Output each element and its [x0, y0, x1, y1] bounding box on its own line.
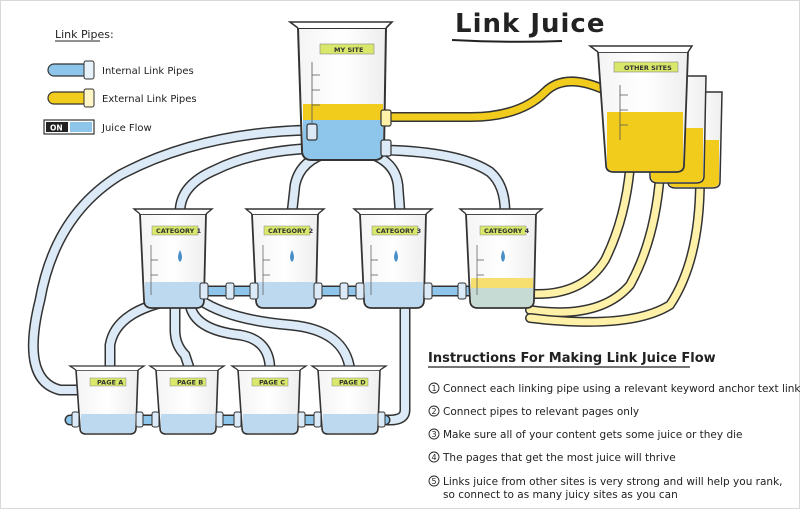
page-b-label: PAGE B	[177, 379, 203, 387]
other-site-jar-front: OTHER SITES	[587, 45, 694, 173]
juice-drop-icon	[290, 250, 294, 262]
page-jar-a: PAGE A	[67, 365, 147, 435]
step-4-text: The pages that get the most juice will t…	[442, 452, 676, 464]
other-sites-label: OTHER SITES	[624, 64, 672, 72]
category-jar-3: CATEGORY 3	[352, 208, 434, 309]
category-3-label: CATEGORY 3	[376, 227, 421, 235]
legend-internal-pipe-icon	[47, 60, 95, 80]
my-site-jar: MY SITE	[287, 21, 394, 161]
instruction-step-5: 5 Links juice from other sites is very s…	[428, 475, 783, 501]
switch-on-text: ON	[50, 124, 63, 133]
step-5-text-line2: so connect to as many juicy sites as you…	[443, 489, 678, 501]
page-jar-b: PAGE B	[147, 365, 227, 435]
step-2-text: Connect pipes to relevant pages only	[443, 406, 639, 418]
category-jar-4: CATEGORY 4	[458, 208, 544, 309]
legend-internal-label: Internal Link Pipes	[102, 66, 194, 77]
category-2-label: CATEGORY 2	[268, 227, 313, 235]
step-4-number: 4	[432, 453, 437, 462]
instruction-step-4: 4 The pages that get the most juice will…	[428, 451, 676, 464]
legend-heading: Link Pipes:	[55, 28, 114, 41]
step-5-text: Links juice from other sites is very str…	[443, 476, 783, 488]
instruction-step-1: 1 Connect each linking pipe using a rele…	[428, 382, 800, 395]
internal-pipes	[27, 124, 511, 426]
step-3-text: Make sure all of your content gets some …	[443, 429, 743, 441]
title-underline	[451, 39, 563, 43]
other-sites-jars: OTHER SITES	[587, 45, 723, 189]
category-jar-1: CATEGORY 1	[132, 208, 214, 309]
juice-flow-switch[interactable]: ON	[43, 119, 95, 135]
category-jar-2: CATEGORY 2	[244, 208, 326, 309]
instructions-heading: Instructions For Making Link Juice Flow	[428, 351, 716, 366]
juice-drop-icon	[501, 250, 505, 262]
page-jar-d: PAGE D	[309, 365, 389, 435]
page-pipe-collars	[71, 411, 386, 428]
category-1-label: CATEGORY 1	[156, 227, 202, 235]
legend: Link Pipes: Internal Link Pipes External…	[43, 28, 197, 135]
page-d-label: PAGE D	[339, 379, 366, 387]
instructions: Instructions For Making Link Juice Flow …	[428, 351, 800, 501]
step-2-number: 2	[432, 407, 437, 416]
my-site-label: MY SITE	[334, 46, 363, 54]
juice-drop-icon	[178, 250, 182, 262]
instruction-step-3: 3 Make sure all of your content gets som…	[428, 428, 743, 441]
page-a-label: PAGE A	[97, 379, 123, 387]
juice-drop-icon	[394, 250, 398, 262]
step-3-number: 3	[432, 430, 437, 439]
step-1-text: Connect each linking pipe using a releva…	[443, 383, 800, 395]
external-pipes	[387, 76, 705, 327]
page-jar-c: PAGE C	[229, 365, 309, 435]
category-4-label: CATEGORY 4	[484, 227, 530, 235]
page-title: Link Juice	[455, 9, 605, 39]
legend-external-pipe-icon	[47, 88, 95, 108]
page-c-label: PAGE C	[259, 379, 285, 387]
step-5-number: 5	[432, 477, 437, 486]
legend-external-label: External Link Pipes	[102, 94, 197, 105]
legend-juice-flow-label: Juice Flow	[101, 123, 152, 134]
category-pipe-collars	[199, 282, 467, 300]
step-1-number: 1	[432, 384, 437, 393]
instruction-step-2: 2 Connect pipes to relevant pages only	[428, 405, 639, 418]
